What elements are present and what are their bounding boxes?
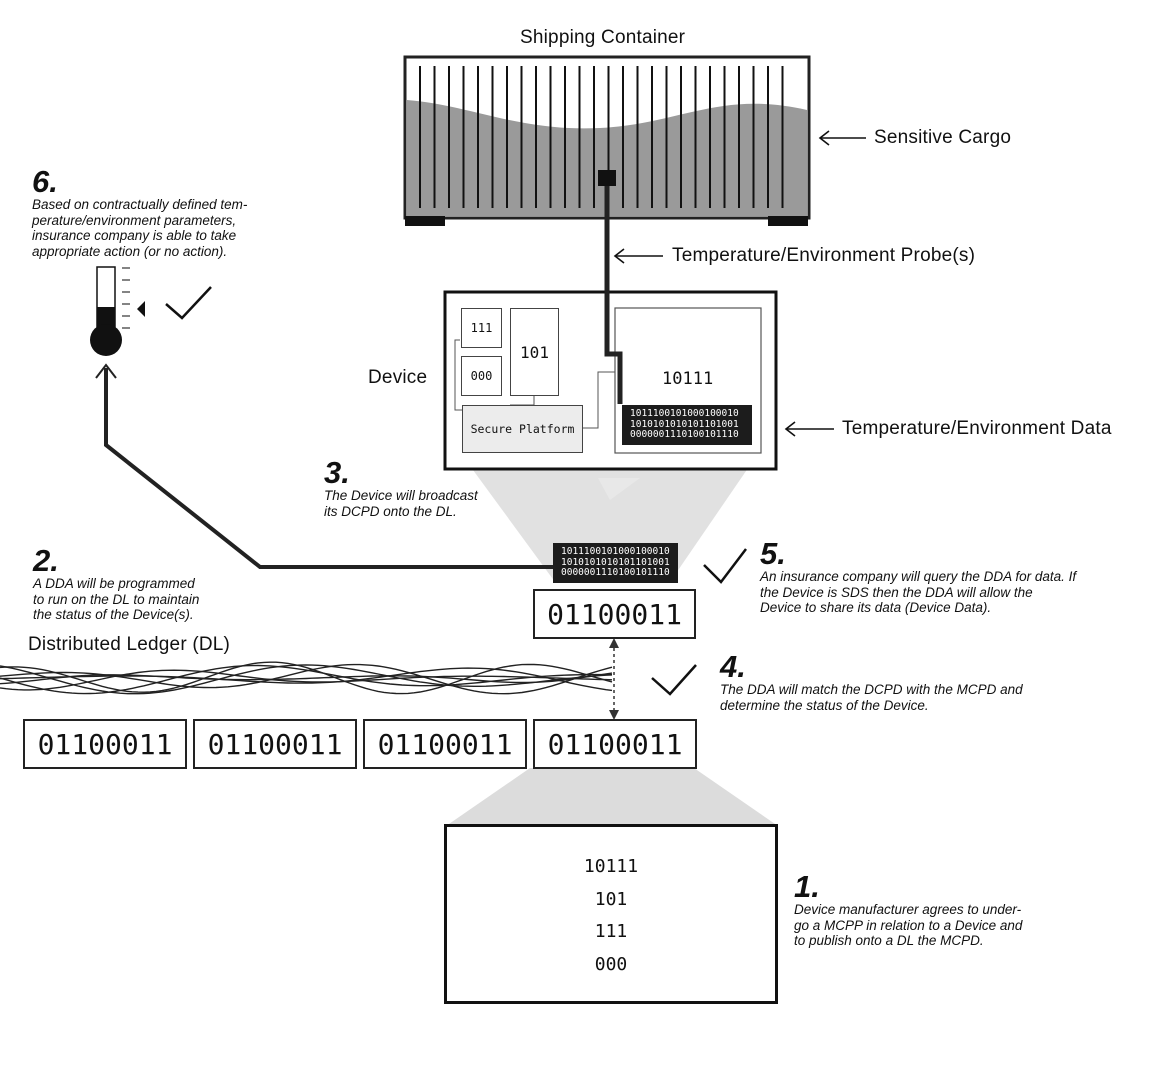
ledger-block: 01100011: [23, 719, 187, 769]
mcpd-line: 101: [594, 888, 628, 910]
projection-data-wedge: [598, 478, 640, 500]
arrow-icon: [613, 130, 866, 437]
step-6-text: Based on contractually defined tem- pera…: [32, 197, 248, 259]
probe-label: Temperature/Environment Probe(s): [672, 245, 976, 266]
chip-111: 111: [461, 308, 502, 348]
step-4: 4. The DDA will match the DCPD with the …: [720, 649, 1023, 713]
checkmark-icon-step5: [703, 548, 747, 584]
mcpd-line: 111: [594, 921, 628, 942]
mcpd-box: 10111 101 111 000: [444, 824, 778, 1004]
chip-101: 101: [510, 308, 559, 396]
step-5-number: 5.: [760, 536, 786, 571]
mcpd-line: 10111: [583, 856, 639, 877]
step-1: 1. Device manufacturer agrees to under- …: [794, 869, 1023, 949]
step-2-number: 2.: [33, 543, 59, 578]
device-data-stream: 1011100101000100010 1010101010101101001 …: [622, 405, 752, 445]
step-6-number: 6.: [32, 164, 58, 199]
shipping-container-label: Shipping Container: [520, 27, 686, 48]
step-4-text: The DDA will match the DCPD with the MCP…: [720, 682, 1023, 713]
ledger-block-matched: 01100011: [533, 719, 697, 769]
step-2-text: A DDA will be programmed to run on the D…: [33, 576, 200, 622]
step-3: 3. The Device will broadcast its DCPD on…: [324, 455, 478, 519]
distributed-ledger-label: Distributed Ledger (DL): [28, 634, 231, 655]
checkmark-icon-step6: [165, 286, 212, 320]
projection-dcpd-wedge: [462, 455, 757, 582]
ledger-strands: [0, 661, 613, 695]
step-4-number: 4.: [720, 649, 746, 684]
chip-000: 000: [461, 356, 502, 396]
step-3-number: 3.: [324, 455, 350, 490]
checkmark-icon-step4: [651, 664, 697, 696]
step-6: 6. Based on contractually defined tem- p…: [32, 164, 248, 259]
env-data-label: Temperature/Environment Data: [842, 418, 1112, 439]
thermometer-icon: [90, 266, 145, 356]
sensitive-cargo-label: Sensitive Cargo: [874, 127, 1012, 148]
step-3-text: The Device will broadcast its DCPD onto …: [324, 488, 478, 519]
broadcast-data-stream: 1011100101000100010 1010101010101101001 …: [553, 543, 678, 583]
ledger-block: 01100011: [193, 719, 357, 769]
dcpd-block: 01100011: [533, 589, 696, 639]
projection-mcpd-wedge: [446, 768, 778, 826]
probe-sensor: [598, 170, 616, 186]
ledger-block: 01100011: [363, 719, 527, 769]
step-2: 2. A DDA will be programmed to run on th…: [33, 543, 200, 623]
secure-platform: Secure Platform: [462, 405, 583, 453]
device-label: Device: [368, 367, 428, 388]
step-5-text: An insurance company will query the DDA …: [760, 569, 1077, 615]
step-1-text: Device manufacturer agrees to under- go …: [794, 902, 1023, 948]
insurance-query-path: [104, 368, 553, 569]
mcpd-line: 000: [594, 953, 628, 975]
step-1-number: 1.: [794, 869, 820, 904]
step-5: 5. An insurance company will query the D…: [760, 536, 1077, 616]
device-data-value: 10111: [662, 369, 714, 389]
